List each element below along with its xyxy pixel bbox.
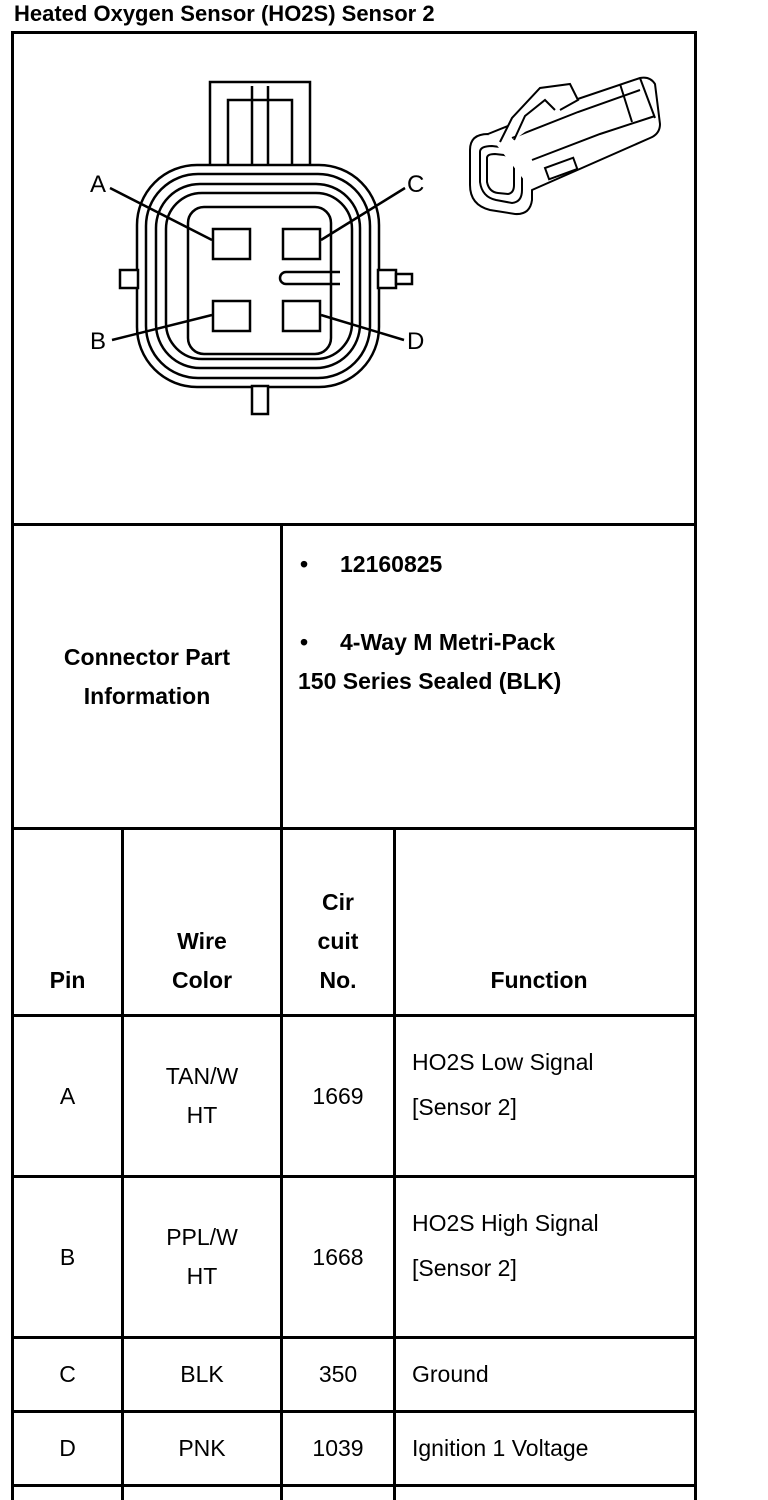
header-wire-color: Wire Color <box>124 830 280 1014</box>
table-row-a-wire: TAN/W HT <box>124 1017 280 1175</box>
wire-color-line2: HT <box>186 1102 218 1128</box>
function-line1: HO2S High Signal <box>412 1210 599 1236</box>
bullet: • <box>300 629 309 655</box>
header-circuit-line2: cuit <box>317 928 359 954</box>
header-function: Function <box>396 830 682 1014</box>
connector-table-frame <box>11 31 697 1500</box>
table-row-d-wire: PNK <box>124 1413 280 1484</box>
table-row-a-pin: A <box>14 1017 121 1175</box>
divider <box>11 1014 697 1017</box>
table-row-b-function: HO2S High Signal [Sensor 2] <box>412 1201 682 1291</box>
divider <box>280 523 283 1500</box>
function-line1: HO2S Low Signal <box>412 1049 594 1075</box>
divider <box>11 1175 697 1178</box>
connector-description-line2: 150 Series Sealed (BLK) <box>298 668 562 694</box>
connector-info-label-line1: Connector Part <box>63 643 231 670</box>
pin-value: A <box>59 1082 76 1109</box>
header-circuit: Cir cuit No. <box>283 830 393 1014</box>
pin-label-d: D <box>407 328 424 355</box>
pin-value: B <box>59 1243 76 1270</box>
table-row-c-wire: BLK <box>124 1339 280 1410</box>
wire-color-line1: TAN/W <box>165 1063 239 1089</box>
divider <box>11 827 697 830</box>
connector-info-label-line2: Information <box>83 682 211 709</box>
header-circuit-line3: No. <box>319 967 357 993</box>
function-line2: [Sensor 2] <box>412 1255 517 1281</box>
divider <box>11 523 697 526</box>
divider <box>11 1484 697 1487</box>
header-circuit-line1: Cir <box>322 889 354 915</box>
table-row-a-circuit: 1669 <box>283 1017 393 1175</box>
table-row-b-circuit: 1668 <box>283 1178 393 1336</box>
page-title: Heated Oxygen Sensor (HO2S) Sensor 2 <box>14 1 435 26</box>
function-line1: Ground <box>412 1361 489 1387</box>
pin-label-c: C <box>407 171 424 198</box>
bullet: • <box>300 551 309 577</box>
wire-color-line1: PNK <box>178 1435 226 1461</box>
table-row-a-function: HO2S Low Signal [Sensor 2] <box>412 1040 682 1130</box>
divider <box>11 1410 697 1413</box>
connector-description-line1: 4-Way M Metri-Pack <box>340 629 556 655</box>
wire-color-line1: BLK <box>180 1361 224 1387</box>
connector-diagram: A B C D <box>90 76 662 416</box>
table-row-d-pin: D <box>14 1413 121 1484</box>
table-row-c-function: Ground <box>412 1339 682 1410</box>
circuit-value: 350 <box>318 1361 358 1387</box>
table-row-b-pin: B <box>14 1178 121 1336</box>
pin-label-a: A <box>90 171 106 198</box>
table-row-b-wire: PPL/W HT <box>124 1178 280 1336</box>
header-wire-color-line1: Wire <box>177 928 227 954</box>
header-function-text: Function <box>490 967 588 993</box>
table-row-c-circuit: 350 <box>283 1339 393 1410</box>
divider <box>121 827 124 1500</box>
header-pin: Pin <box>14 830 121 1014</box>
circuit-value: 1039 <box>312 1435 364 1461</box>
pin-value: D <box>59 1435 76 1461</box>
pin-label-b: B <box>90 328 106 355</box>
pin-value: C <box>59 1361 76 1387</box>
table-row-d-circuit: 1039 <box>283 1413 393 1484</box>
function-line2: [Sensor 2] <box>412 1094 517 1120</box>
part-number: 12160825 <box>340 551 443 577</box>
function-line1: Ignition 1 Voltage <box>412 1435 589 1461</box>
connector-3d-icon <box>469 76 662 216</box>
wire-color-line1: PPL/W <box>166 1224 238 1250</box>
connector-info-label: Connector Part Information <box>14 526 280 827</box>
table-row-d-function: Ignition 1 Voltage <box>412 1413 682 1484</box>
table-row-c-pin: C <box>14 1339 121 1410</box>
connector-info-values: • 12160825 • 4-Way M Metri-Pack 150 Series… <box>298 545 561 701</box>
divider <box>11 1336 697 1339</box>
circuit-value: 1668 <box>312 1243 364 1270</box>
divider <box>393 827 396 1500</box>
wire-color-line2: HT <box>186 1263 218 1289</box>
circuit-value: 1669 <box>312 1082 364 1109</box>
header-wire-color-line2: Color <box>171 967 233 993</box>
header-pin-text: Pin <box>49 967 86 993</box>
